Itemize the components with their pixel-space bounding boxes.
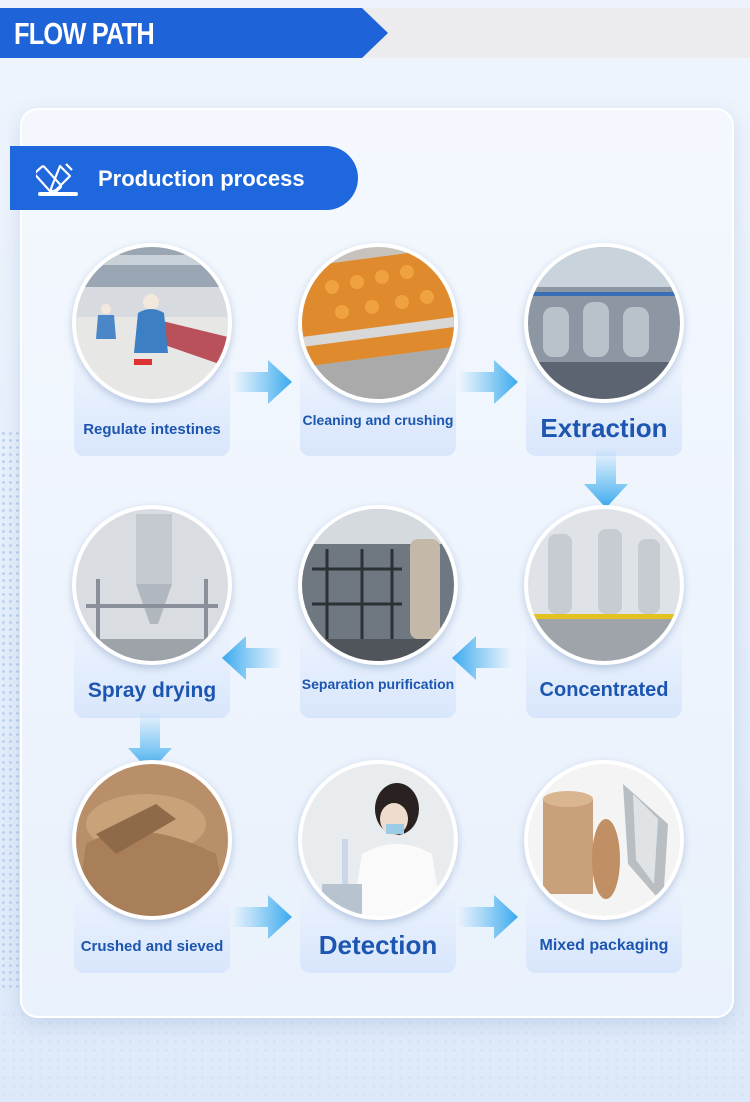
extraction-tanks-photo: [528, 247, 680, 399]
washing-conveyor-photo: [302, 247, 454, 399]
step-spray-drying: Spray drying: [72, 505, 232, 720]
pencil-ruler-icon: [36, 163, 78, 196]
step-photo-frame: [298, 505, 458, 665]
lab-technician-photo: [302, 764, 454, 916]
step-photo-frame: [72, 505, 232, 665]
arrow-down-icon: [584, 448, 628, 508]
section-title: Production process: [98, 166, 305, 191]
step-concentrated: Concentrated: [524, 505, 684, 720]
step-label: Spray drying: [87, 679, 217, 702]
powder-photo: [76, 764, 228, 916]
separation-plant-photo: [302, 509, 454, 661]
arrow-left-icon: [452, 636, 512, 680]
step-crushed-sieved: Crushed and sieved: [72, 760, 232, 975]
arrow-right-icon: [458, 895, 518, 939]
header-tab: [0, 8, 388, 58]
spray-dryer-photo: [76, 509, 228, 661]
step-photo-frame: [298, 243, 458, 403]
step-label: Detection: [318, 930, 438, 960]
step-photo-frame: [524, 760, 684, 920]
arrow-right-icon: [458, 360, 518, 404]
fiber-drum-photo: [528, 764, 680, 916]
arrow-right-icon: [232, 360, 292, 404]
step-label: Separation purification: [301, 676, 455, 692]
step-photo-frame: [524, 505, 684, 665]
step-label: Extraction: [540, 413, 668, 443]
step-photo-frame: [524, 243, 684, 403]
step-label: Mixed packaging: [539, 937, 669, 954]
step-photo-frame: [72, 243, 232, 403]
step-cleaning-crushing: Cleaning and crushing: [298, 243, 458, 458]
step-label: Crushed and sieved: [80, 938, 224, 955]
step-label: Regulate intestines: [83, 421, 221, 438]
concentrator-photo: [528, 509, 680, 661]
step-separation-purification: Separation purification: [298, 505, 458, 720]
decorative-dots-bottom: [0, 1010, 750, 1102]
arrow-down-icon: [128, 712, 172, 772]
step-mixed-packaging: Mixed packaging: [524, 760, 684, 975]
factory-workers-photo: [76, 247, 228, 399]
step-extraction: Extraction: [524, 243, 684, 458]
step-regulate-intestines: Regulate intestines: [72, 243, 232, 458]
arrow-left-icon: [222, 636, 282, 680]
step-label: Concentrated: [539, 679, 669, 701]
arrow-right-icon: [232, 895, 292, 939]
step-photo-frame: [298, 760, 458, 920]
step-label: Cleaning and crushing: [302, 412, 454, 428]
step-detection: Detection: [298, 760, 458, 975]
step-photo-frame: [72, 760, 232, 920]
page-title: FLOW PATH: [14, 16, 155, 51]
decorative-dots-left: [0, 430, 22, 990]
